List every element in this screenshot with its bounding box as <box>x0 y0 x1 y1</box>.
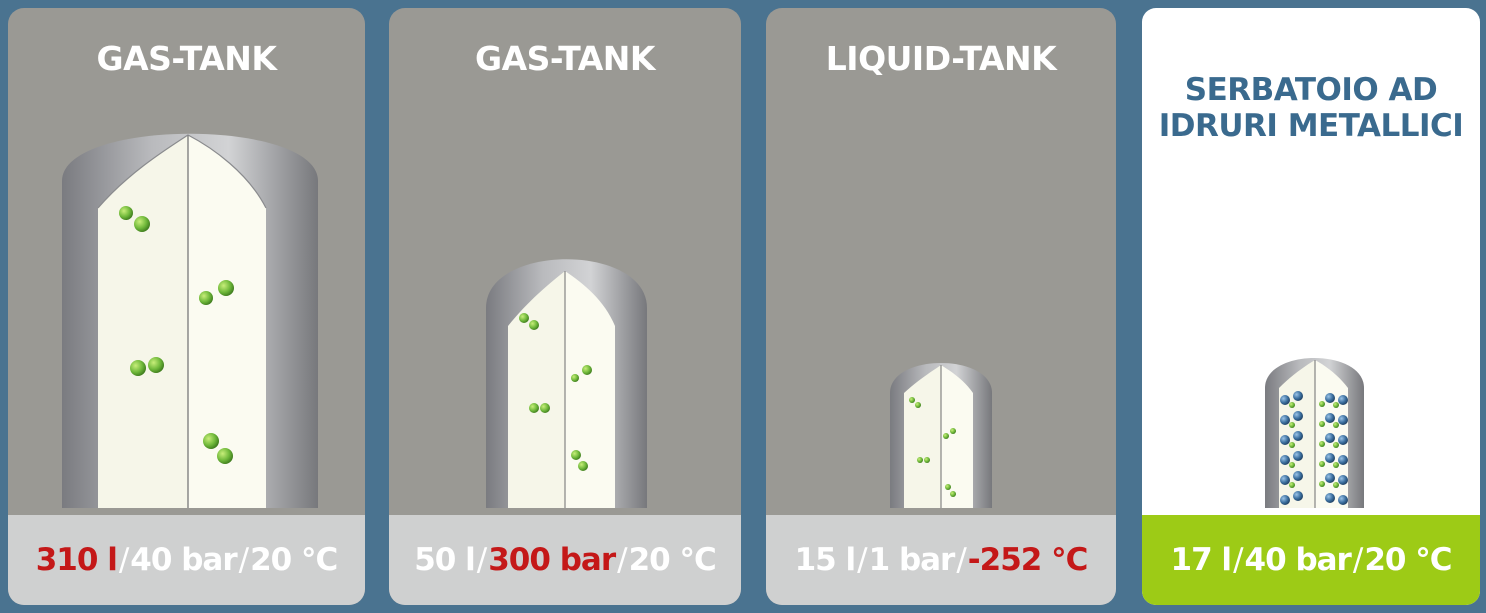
volume-value: 17 l <box>1170 542 1233 578</box>
pressure-value: 300 bar <box>488 542 616 578</box>
panel-gas-tank-310: GAS-TANK 310 l / <box>8 8 365 605</box>
pressure-value: 40 bar <box>130 542 237 578</box>
panel-title: LIQUID-TANK <box>766 40 1116 78</box>
tank-specs: 310 l / 40 bar / 20 °C <box>8 515 365 605</box>
hydrogen-molecule <box>571 450 588 471</box>
gas-tank-medium-illustration <box>486 259 647 508</box>
separator: / <box>857 542 867 578</box>
volume-value: 310 l <box>35 542 118 578</box>
separator: / <box>476 542 487 578</box>
panel-title: GAS-TANK <box>389 40 741 78</box>
separator: / <box>617 542 627 578</box>
panel-title: SERBATOIO AD IDRURI METALLICI <box>1142 72 1480 144</box>
panel-metal-hydride-tank: SERBATOIO AD IDRURI METALLICI <box>1142 8 1480 605</box>
panel-title-line: SERBATOIO AD <box>1184 72 1438 108</box>
panel-liquid-tank: LIQUID-TANK 15 l / 1 ba <box>766 8 1116 605</box>
hydrogen-molecule <box>571 365 592 382</box>
pressure-value: 1 bar <box>868 542 956 578</box>
temperature-value: 20 °C <box>628 542 717 578</box>
panel-title-line: LIQUID-TANK <box>825 39 1057 78</box>
hydrogen-molecule <box>917 457 930 463</box>
gas-tank-large-illustration <box>62 133 318 508</box>
hydrogen-molecule <box>119 206 150 232</box>
separator: / <box>1352 542 1363 578</box>
hydrogen-molecule <box>943 428 956 439</box>
panel-title-line: GAS-TANK <box>475 39 655 78</box>
panel-title: GAS-TANK <box>8 40 365 78</box>
temperature-value: 20 °C <box>250 542 338 578</box>
panel-gas-tank-50: GAS-TANK 50 l / 300 bar <box>389 8 741 605</box>
tank-specs: 15 l / 1 bar / -252 °C <box>766 515 1116 605</box>
separator: / <box>1233 542 1243 578</box>
tank-specs: 50 l / 300 bar / 20 °C <box>389 515 741 605</box>
panel-title-line: IDRURI METALLICI <box>1158 108 1464 144</box>
pressure-value: 40 bar <box>1244 542 1352 578</box>
metal-hydride-tank-illustration <box>1265 358 1364 508</box>
hydrogen-molecule <box>529 403 550 413</box>
hydrogen-molecule <box>909 397 921 408</box>
separator: / <box>118 542 129 578</box>
temperature-value: -252 °C <box>967 542 1089 578</box>
temperature-value: 20 °C <box>1364 542 1452 578</box>
hydrogen-molecule <box>130 357 164 376</box>
tank-specs: 17 l / 40 bar / 20 °C <box>1142 515 1480 605</box>
liquid-tank-illustration <box>890 363 992 508</box>
volume-value: 15 l <box>794 542 857 578</box>
hydrogen-molecule <box>199 280 234 305</box>
volume-value: 50 l <box>414 542 476 578</box>
separator: / <box>238 542 249 578</box>
metal-hydride-lattice <box>1280 391 1348 505</box>
separator: / <box>956 542 966 578</box>
panel-title-line: GAS-TANK <box>96 39 277 78</box>
hydrogen-molecule <box>519 313 539 330</box>
hydrogen-molecule <box>203 433 233 464</box>
hydrogen-molecule <box>945 484 956 497</box>
